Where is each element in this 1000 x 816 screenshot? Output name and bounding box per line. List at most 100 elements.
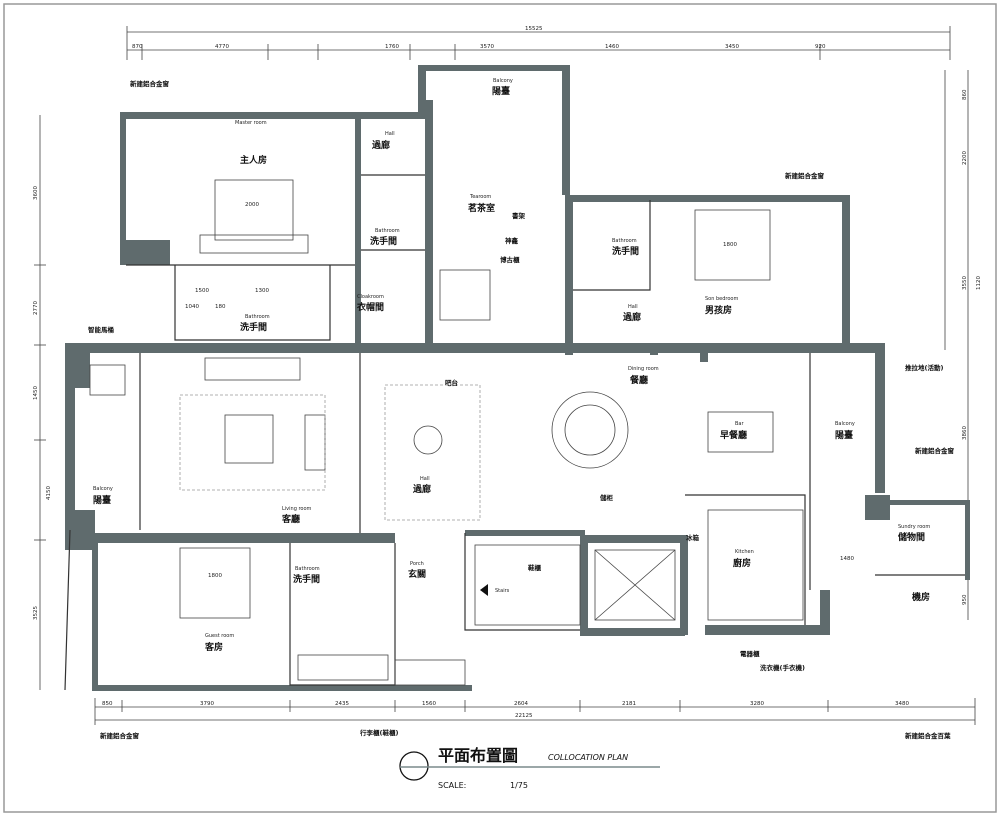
bottom-total-dimension: 22125 (515, 713, 533, 719)
dining-table (551, 391, 629, 469)
dimension-label: 3570 (480, 44, 494, 50)
dimension-label: 3450 (725, 44, 739, 50)
room-label-kitchen: 廚房 (733, 557, 751, 569)
room-label-bathroom: 洗手間 (293, 573, 320, 585)
room-label-porch: 玄關 (408, 568, 426, 580)
guest-bed (179, 547, 251, 619)
tea-table (439, 269, 491, 321)
shoe-cabinet (297, 654, 389, 681)
title-block: 平面布置圖 COLLOCATION PLAN SCALE: 1/75 (399, 746, 660, 790)
room-label-en: Balcony (93, 486, 113, 492)
room-label-hall: 過廊 (622, 311, 641, 323)
dimension-label: 2770 (33, 301, 39, 315)
right-dimension-chain: 860 2200 3550 3860 1120 1480 950 (840, 70, 982, 620)
room-label-en: Porch (410, 561, 424, 567)
dimension-label: 2604 (514, 701, 528, 707)
arrow-icon (480, 584, 488, 596)
section-circle-icon (399, 751, 429, 781)
dimension-label: 2435 (335, 701, 349, 707)
bar-counter (707, 411, 774, 453)
room-label-machine-room: 機房 (912, 591, 930, 603)
dimension-label: 1760 (385, 44, 399, 50)
dimension-label: 4770 (215, 44, 229, 50)
left-dimension-chain: 3600 2770 1450 4150 3525 (33, 115, 52, 690)
room-labels: Master room 主人房 Hall 過廊 Balcony 陽臺 Tearo… (93, 78, 930, 653)
dimension-label: 1120 (976, 276, 982, 290)
coffee-table (224, 414, 274, 464)
dimension-label: 870 (132, 44, 143, 50)
room-label-master: 主人房 (240, 154, 267, 166)
room-label-en: Bathroom (375, 228, 400, 234)
room-label-en: Master room (235, 120, 267, 126)
room-label-en: Son bedroom (705, 296, 738, 302)
dimension-label: 4150 (46, 486, 52, 500)
stairs (474, 544, 581, 626)
annotation: 書架 (512, 211, 526, 220)
room-label-en: Hall (385, 131, 395, 137)
title-cn: 平面布置圖 (438, 746, 518, 765)
dimension-label: 2200 (962, 151, 968, 165)
room-label-sundry: 儲物間 (897, 531, 925, 543)
room-label-stairs: Stairs (495, 588, 510, 594)
annotation: 推拉地(活動) (905, 363, 943, 372)
dimension-label: 1450 (33, 386, 39, 400)
room-label-en: Hall (420, 476, 430, 482)
master-bed (214, 179, 294, 241)
walls (65, 65, 970, 691)
dimension-label: 3600 (33, 186, 39, 200)
size-label: 1800 (208, 573, 222, 579)
room-label-balcony: 陽臺 (93, 494, 111, 506)
room-label-en: Guest room (205, 633, 234, 639)
room-label-en: Bathroom (245, 314, 270, 320)
title-en: COLLOCATION PLAN (548, 753, 628, 762)
room-label-dining: 餐廳 (629, 374, 648, 386)
dimension-label: 3480 (895, 701, 909, 707)
room-label-en: Balcony (835, 421, 855, 427)
room-label-en: Sundry room (898, 524, 930, 530)
dimension-label: 3550 (962, 276, 968, 290)
size-label: 1040 (185, 304, 199, 310)
room-label-en: Bathroom (295, 566, 320, 572)
size-label: 1500 (195, 288, 209, 294)
room-label-hall: 過廊 (412, 483, 431, 495)
room-label-en: Balcony (493, 78, 513, 84)
room-label-bathroom: 洗手間 (612, 245, 639, 257)
room-label-bathroom: 洗手間 (240, 321, 267, 333)
dimension-label: 950 (962, 594, 968, 605)
room-label-bar: 早餐廳 (720, 429, 747, 441)
room-label-en: Living room (282, 506, 312, 512)
dimension-label: 3525 (33, 606, 39, 620)
room-label-balcony: 陽臺 (492, 85, 510, 97)
annotation: 洗衣機(手衣機) (760, 663, 805, 672)
annotation: 神龕 (505, 236, 519, 245)
scale-value: 1/75 (510, 781, 528, 790)
annotation: 儲柜 (599, 493, 614, 502)
room-label-cloakroom: 衣帽間 (357, 301, 384, 313)
partitions (64, 174, 965, 691)
dimension-label: 3280 (750, 701, 764, 707)
annotation: 行李櫃(鞋櫃) (359, 728, 398, 737)
size-label: 180 (215, 304, 226, 310)
annotation: 冰箱 (686, 533, 700, 542)
top-total-dimension: 15525 (525, 26, 543, 32)
annotation: 新建鋁合金窗 (785, 171, 825, 180)
room-label-en: Bar (735, 421, 744, 427)
room-label-hall: 過廊 (371, 139, 390, 151)
elevator (594, 549, 676, 621)
room-label-en: Bathroom (612, 238, 637, 244)
annotation: 智能馬桶 (88, 325, 115, 334)
son-bed (694, 209, 771, 281)
size-label: 1800 (723, 242, 737, 248)
dimension-label: 860 (962, 89, 968, 100)
scale-label: SCALE: (438, 781, 466, 790)
size-label: 1300 (255, 288, 269, 294)
annotation: 鞋櫃 (528, 563, 542, 572)
room-label-en: Hall (628, 304, 638, 310)
annotation: 新建鋁合金百葉 (905, 731, 951, 740)
annotation: 博古櫃 (500, 255, 520, 264)
room-label-en: Kitchen (735, 549, 754, 555)
room-label-en: Tearoom (469, 194, 491, 200)
room-label-living: 客廳 (281, 513, 300, 525)
